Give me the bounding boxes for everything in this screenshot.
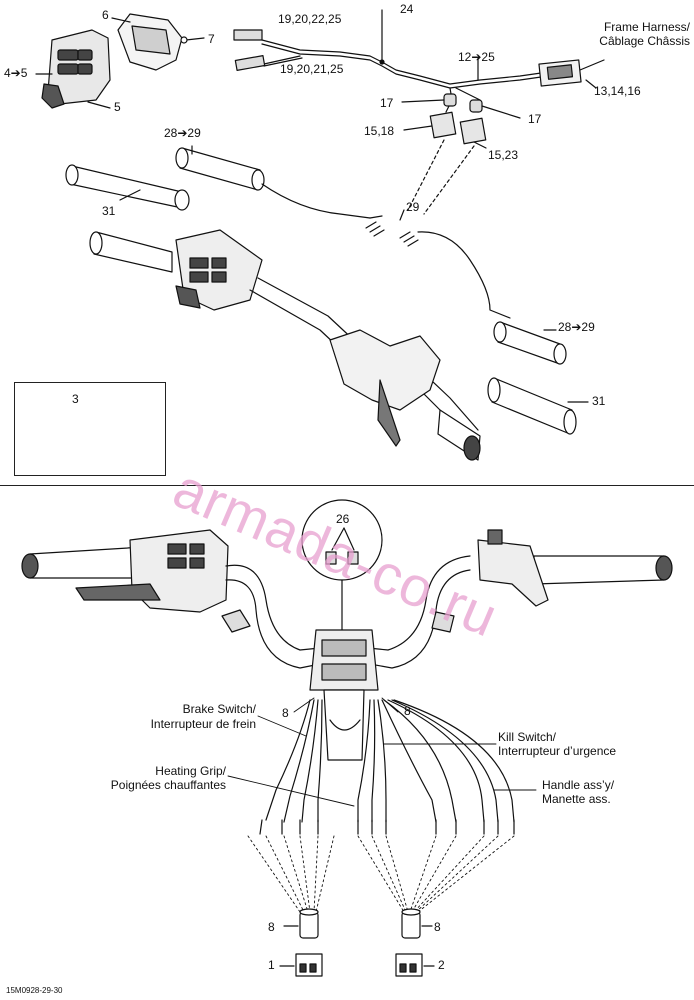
- heating-grip-label-en: Heating Grip/: [155, 764, 226, 778]
- callout-19-20-22-25: 19,20,22,25: [278, 12, 342, 26]
- handlebar-assembly-upper: [89, 229, 481, 461]
- connector-housings: [279, 953, 435, 977]
- callout-1: 1: [268, 958, 275, 972]
- callout-28-29-upper: 28➔29: [164, 126, 201, 140]
- callout-19-20-21-25: 19,20,21,25: [280, 62, 344, 76]
- wire-bundles: [259, 699, 515, 835]
- callout-13-14-16: 13,14,16: [594, 84, 641, 98]
- heated-grips-right: [487, 321, 589, 435]
- callout-6: 6: [102, 8, 109, 22]
- callout-12-25: 12➔25: [458, 50, 495, 64]
- handlebar-assembly-lower: [21, 529, 673, 761]
- handle-assy-label-en: Handle ass’y/: [542, 778, 615, 792]
- callout-8-right: 8: [404, 704, 411, 718]
- kill-switch-label-fr: Interrupteur d’urgence: [498, 744, 617, 758]
- heated-grips-upper: [65, 145, 383, 219]
- leader-lines: [227, 697, 537, 807]
- callout-15-23: 15,23: [488, 148, 519, 162]
- heating-grip-label-fr: Poignées chauffantes: [110, 778, 226, 792]
- handle-assy-label-fr: Manette ass.: [542, 792, 611, 806]
- terminal-pins: [365, 221, 511, 319]
- callout-28-29-lower: 28➔29: [558, 320, 595, 334]
- main-harness: [233, 9, 605, 221]
- inset-circle: [301, 499, 383, 631]
- frame-harness-label-fr: Câblage Châssis: [599, 34, 690, 48]
- callout-26: 26: [336, 512, 350, 526]
- kit-inset-box: [14, 382, 166, 476]
- callout-7: 7: [208, 32, 215, 46]
- kill-switch-label-en: Kill Switch/: [498, 730, 557, 744]
- callout-31-lower: 31: [592, 394, 606, 408]
- sleeves: [283, 908, 433, 939]
- callout-31-upper: 31: [102, 204, 116, 218]
- switch-housing: [41, 13, 205, 109]
- callout-24: 24: [400, 2, 414, 16]
- callout-5: 5: [114, 100, 121, 114]
- callout-29: 29: [406, 200, 420, 214]
- callout-17-left: 17: [380, 96, 394, 110]
- callout-2: 2: [438, 958, 445, 972]
- dashed-connections: [247, 835, 515, 913]
- frame-harness-label-en: Frame Harness/: [603, 20, 690, 34]
- callout-8-sleeve-left: 8: [268, 920, 275, 934]
- drawing-code: 15M0928-29-30: [6, 986, 63, 995]
- brake-switch-label-fr: Interrupteur de frein: [150, 717, 256, 731]
- callout-3: 3: [72, 392, 79, 406]
- callout-8-sleeve-right: 8: [434, 920, 441, 934]
- brake-switch-label-en: Brake Switch/: [182, 702, 256, 716]
- callout-17-right: 17: [528, 112, 542, 126]
- callout-15-18: 15,18: [364, 124, 395, 138]
- section-divider: [0, 485, 694, 486]
- callout-8-left: 8: [282, 706, 289, 720]
- callout-4-5: 4➔5: [4, 66, 28, 80]
